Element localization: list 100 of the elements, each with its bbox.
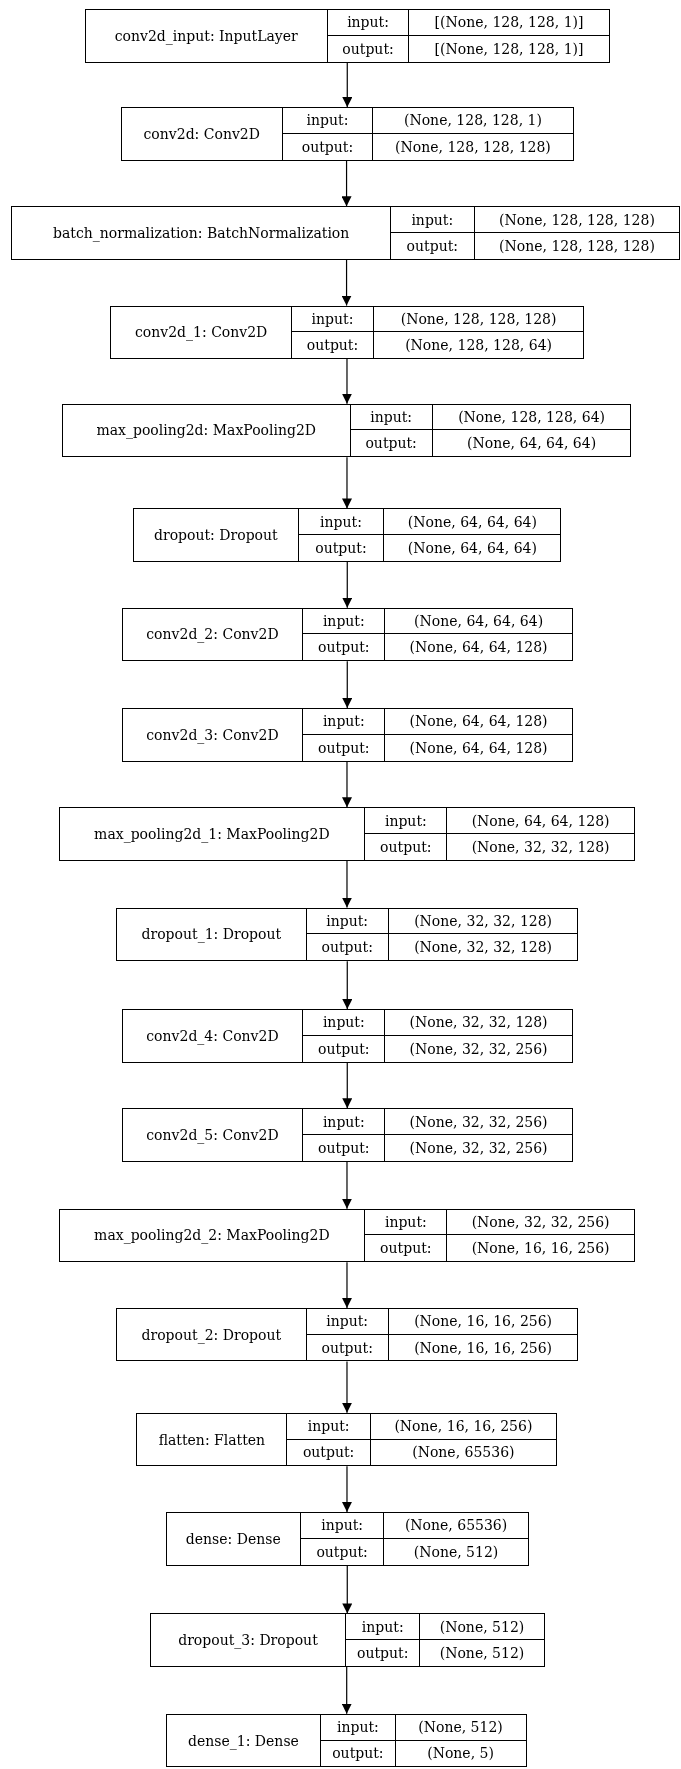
layer-name: batch_normalization: BatchNormalization (53, 225, 350, 242)
shape-value: (None, 128, 128, 128) (499, 238, 655, 254)
layer-box (110, 305, 584, 360)
port-label: output: (342, 40, 394, 57)
layer-name: dropout_2: Dropout (141, 1326, 282, 1343)
arrow (342, 1062, 353, 1109)
port-label: input: (336, 1719, 379, 1736)
shape-value: (None, 64, 64, 128) (409, 639, 548, 656)
arrow (342, 1261, 352, 1309)
shape-value: (None, 64, 64, 64) (407, 540, 537, 557)
layer-name: conv2d_3: Conv2D (146, 726, 279, 743)
shape-value: (None, 64, 64, 64) (414, 613, 544, 630)
arrow (341, 259, 352, 307)
port-label: input: (307, 1418, 350, 1435)
port-label: input: (306, 112, 349, 129)
layer-box (133, 508, 562, 563)
shape-value: (None, 512) (439, 1645, 525, 1662)
shape-value: [(None, 128, 128, 1)] (434, 14, 584, 31)
arrow (342, 561, 353, 609)
port-label: input: (322, 613, 365, 630)
layer-box (116, 907, 579, 962)
shape-value: (None, 16, 16, 256) (414, 1313, 553, 1330)
shape-value: (None, 512) (418, 1719, 503, 1736)
layer-box (62, 403, 632, 458)
layer-name: dense: Dense (185, 1530, 281, 1547)
layer-name: conv2d_input: InputLayer (114, 27, 298, 44)
port-label: output: (321, 1339, 373, 1356)
port-label: input: (322, 713, 365, 730)
shape-value: [(None, 128, 128, 1)] (434, 40, 584, 57)
shape-value: (None, 16, 16, 256) (471, 1240, 610, 1257)
port-label: input: (321, 1517, 363, 1534)
layer-name: conv2d_2: Conv2D (146, 626, 279, 643)
layer-name: conv2d_4: Conv2D (146, 1027, 279, 1044)
arrow (342, 761, 352, 808)
port-label: input: (322, 1014, 365, 1031)
shape-value: (None, 32, 32, 256) (409, 1139, 548, 1156)
layer-name: conv2d_1: Conv2D (135, 324, 268, 341)
layer-box (165, 1713, 527, 1768)
shape-value: (None, 5) (427, 1745, 494, 1762)
shape-value: (None, 128, 128, 64) (458, 409, 605, 425)
shape-value: (None, 32, 32, 256) (409, 1040, 548, 1057)
shape-value: (None, 64, 64, 128) (471, 812, 610, 829)
port-label: input: (384, 812, 427, 829)
port-label: output: (332, 1745, 384, 1762)
arrow (342, 960, 353, 1010)
port-label: output: (301, 138, 354, 155)
port-label: output: (321, 939, 373, 956)
layer-name: conv2d_5: Conv2D (146, 1127, 279, 1144)
shape-value: (None, 16, 16, 256) (414, 1339, 553, 1356)
arrow (342, 1564, 353, 1615)
layer-box (58, 1208, 635, 1263)
layer-name: dropout: Dropout (154, 527, 278, 544)
arrow (341, 160, 352, 207)
shape-value: (None, 128, 128, 128) (499, 211, 655, 228)
layer-box (116, 1307, 579, 1362)
port-label: output: (406, 238, 458, 254)
layer-box (58, 807, 635, 861)
port-label: input: (347, 14, 389, 31)
shape-value: (None, 128, 128, 128) (400, 310, 557, 327)
shape-value: (None, 64, 64, 128) (409, 713, 548, 730)
port-label: output: (318, 1139, 370, 1156)
layer-box (121, 607, 573, 662)
shape-value: (None, 64, 64, 64) (467, 435, 597, 452)
shape-value: (None, 32, 32, 128) (409, 1014, 548, 1031)
shape-value: (None, 64, 64, 128) (409, 739, 548, 756)
shape-value: (None, 32, 32, 128) (471, 838, 610, 855)
port-label: output: (318, 639, 370, 656)
shape-value: (None, 32, 32, 128) (414, 913, 553, 929)
layer-name: max_pooling2d_1: MaxPooling2D (94, 826, 330, 843)
shape-value: (None, 65536) (412, 1444, 515, 1461)
layer-box (84, 9, 610, 63)
port-label: input: (326, 1313, 369, 1330)
arrow (342, 860, 352, 909)
port-label: input: (370, 409, 413, 425)
layer-name: dense_1: Dense (188, 1732, 299, 1749)
arrow (342, 358, 352, 405)
port-label: output: (302, 1444, 355, 1461)
shape-value: (None, 128, 128, 64) (405, 337, 553, 354)
port-label: output: (380, 838, 432, 855)
layer-name: dropout_1: Dropout (141, 926, 282, 943)
port-label: output: (316, 1543, 368, 1560)
layer-box (165, 1511, 529, 1566)
layer-name: conv2d: Conv2D (143, 125, 260, 142)
port-label: input: (311, 310, 354, 327)
layer-box (11, 206, 681, 260)
port-label: input: (384, 1214, 427, 1231)
layer-name: flatten: Flatten (158, 1431, 266, 1448)
arrow (342, 1161, 352, 1210)
port-label: input: (322, 1113, 365, 1130)
layer-box (136, 1412, 557, 1467)
layer-name: dropout_3: Dropout (178, 1632, 318, 1649)
arrow (342, 456, 352, 510)
layer-box (121, 1009, 573, 1063)
shape-value: (None, 32, 32, 128) (414, 939, 553, 956)
arrow (342, 62, 353, 108)
shape-value: (None, 128, 128, 1) (403, 112, 542, 129)
arrow (342, 660, 353, 709)
shape-value: (None, 65536) (404, 1517, 508, 1534)
arrow (341, 1666, 352, 1715)
layer-name: max_pooling2d: MaxPooling2D (96, 422, 317, 439)
